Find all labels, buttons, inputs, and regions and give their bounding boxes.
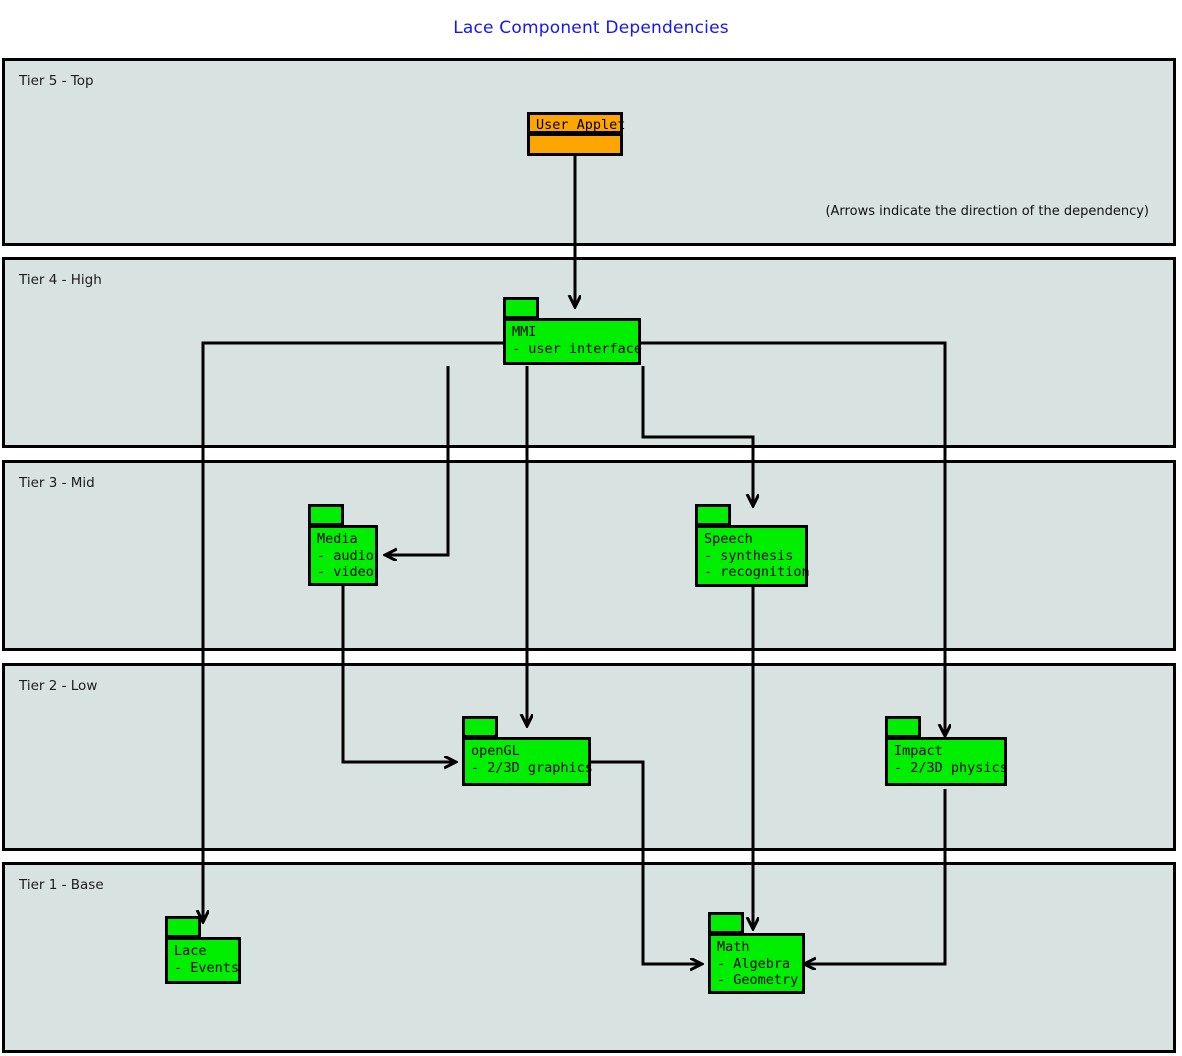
package-name: Media — [317, 531, 358, 547]
package-speech[interactable]: Speech - synthesis - recognition — [695, 504, 810, 587]
tier-label: Tier 1 - Base — [19, 877, 104, 893]
package-opengl[interactable]: openGL - 2/3D graphics — [462, 716, 593, 786]
package-tab: User Applet — [527, 112, 625, 134]
package-tab — [885, 716, 921, 738]
package-name: Impact — [894, 743, 943, 759]
edge-mmi-to-speech — [641, 366, 753, 505]
page-title: Lace Component Dependencies — [453, 18, 729, 38]
package-tab — [695, 504, 731, 526]
package-name: Speech — [704, 531, 753, 547]
package-media[interactable]: Media - audio - video — [308, 504, 378, 586]
package-name: MMI — [512, 324, 537, 340]
tier-3-mid: Tier 3 - Mid — [2, 460, 1176, 651]
edge-mmi-to-media — [386, 366, 450, 555]
package-impact[interactable]: Impact - 2/3D physics — [885, 716, 1008, 786]
package-detail: - user interface — [512, 340, 643, 357]
package-body: Impact - 2/3D physics — [885, 737, 1008, 786]
package-body — [527, 133, 623, 156]
edge-opengl-to-math — [591, 760, 701, 964]
package-body: MMI - user interface — [503, 318, 643, 365]
package-user-applet[interactable]: User Applet — [527, 112, 625, 156]
package-detail: - 2/3D graphics — [471, 759, 593, 776]
package-detail: - Algebra - Geometry — [717, 955, 799, 989]
edge-impact-to-math — [805, 789, 947, 964]
tier-label: Tier 5 - Top — [19, 73, 94, 89]
tier-label: Tier 2 - Low — [19, 678, 98, 694]
edge-mmi-to-lace — [203, 341, 509, 921]
tier-1-base: Tier 1 - Base — [2, 862, 1176, 1053]
edge-mmi-to-impact — [641, 341, 945, 735]
package-body: Media - audio - video — [308, 525, 378, 586]
package-body: Lace - Events — [165, 937, 241, 984]
package-name: Math — [717, 939, 750, 955]
package-lace[interactable]: Lace - Events — [165, 916, 241, 984]
package-math[interactable]: Math - Algebra - Geometry — [708, 912, 805, 994]
package-detail: - 2/3D physics — [894, 759, 1008, 776]
package-tab — [462, 716, 498, 738]
package-tab — [708, 912, 744, 934]
package-tab — [308, 504, 344, 526]
package-body: Math - Algebra - Geometry — [708, 933, 805, 994]
package-body: openGL - 2/3D graphics — [462, 737, 593, 786]
package-detail: - Events — [174, 959, 240, 976]
package-name: Lace — [174, 943, 207, 959]
edge-media-to-opengl — [341, 586, 455, 762]
tier-label: Tier 4 - High — [19, 272, 102, 288]
package-detail: - audio - video — [317, 547, 374, 581]
package-detail: - synthesis - recognition — [704, 547, 810, 581]
package-mmi[interactable]: MMI - user interface — [503, 297, 643, 365]
arrow-direction-note: (Arrows indicate the direction of the de… — [825, 204, 1149, 219]
package-tab — [503, 297, 539, 319]
tier-label: Tier 3 - Mid — [19, 475, 95, 491]
package-body: Speech - synthesis - recognition — [695, 525, 810, 587]
package-tab — [165, 916, 201, 938]
package-name: openGL — [471, 743, 520, 759]
